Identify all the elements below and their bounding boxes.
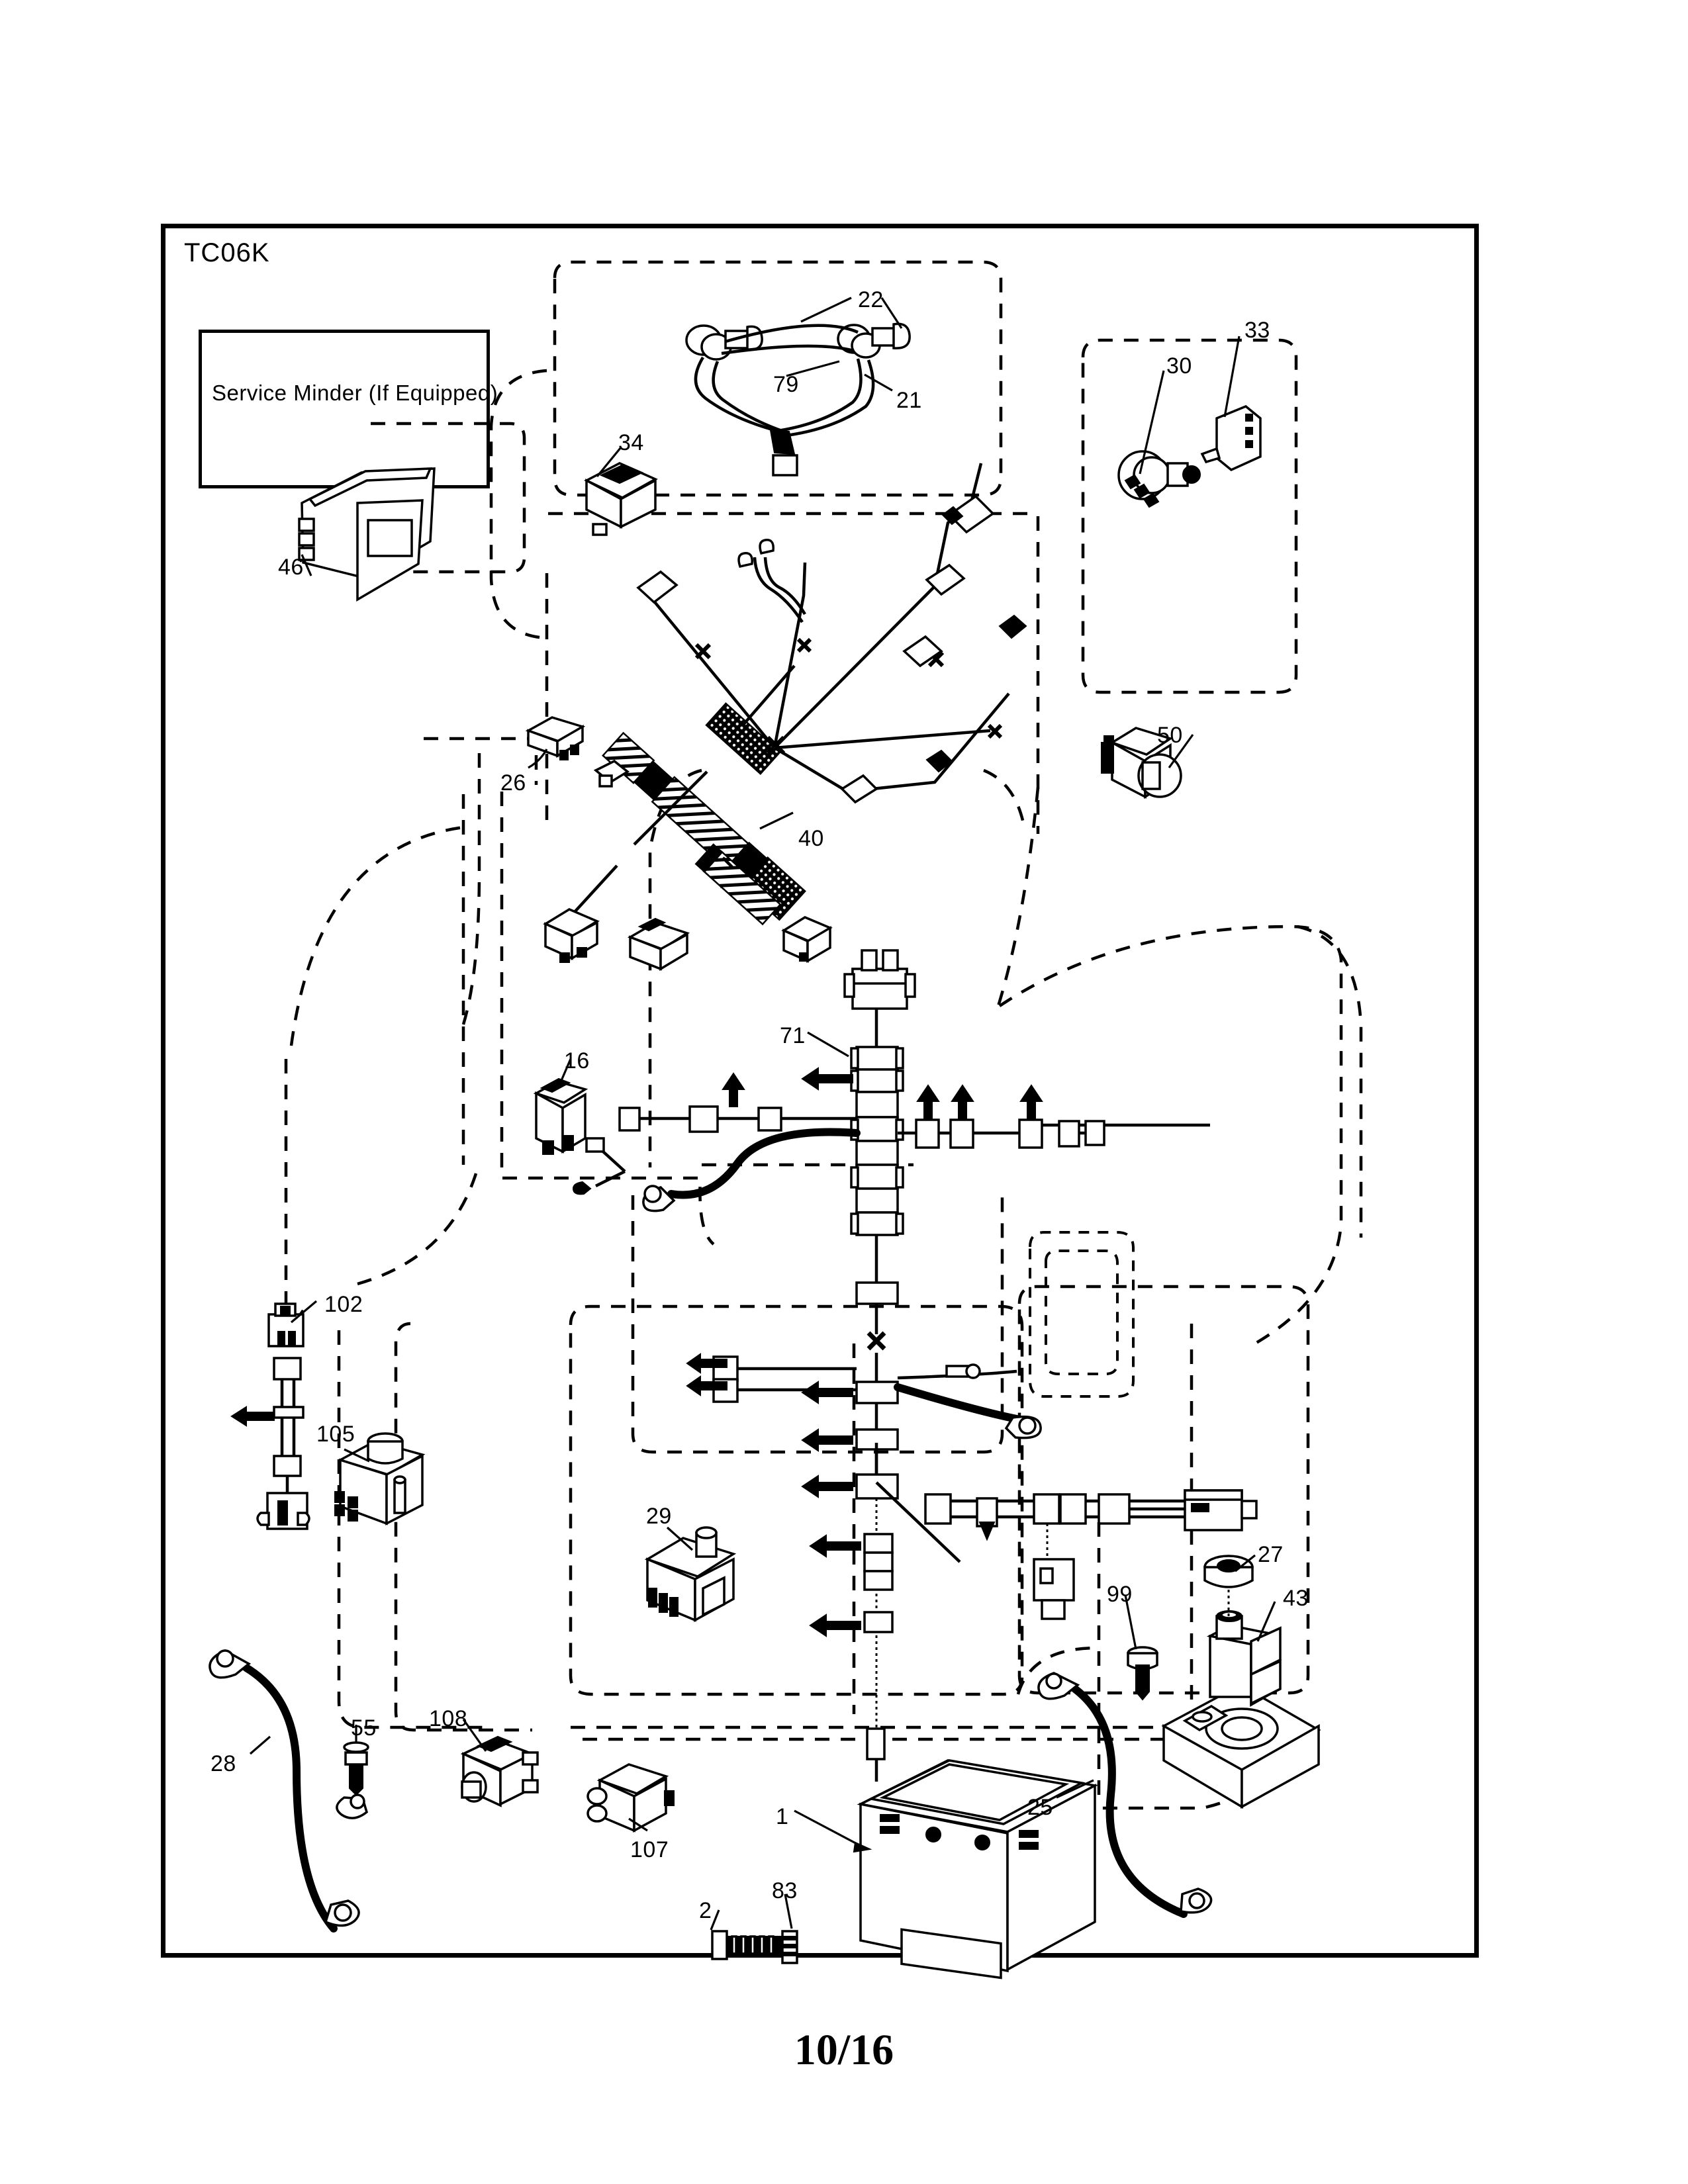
- positive-cable-25: [1037, 1672, 1213, 1918]
- callout-bolt-55: 55: [351, 1715, 377, 1741]
- callout-relay-16: 16: [564, 1048, 590, 1073]
- callout-pto-switch: 50: [1157, 723, 1183, 748]
- page-number: 10/16: [794, 2026, 894, 2074]
- callout-pin-83: 83: [772, 1878, 798, 1903]
- callout-ground-cable-28: 28: [211, 1751, 236, 1776]
- callout-screw-99: 99: [1107, 1582, 1133, 1607]
- switch-108: [460, 1719, 539, 1807]
- service-minder-module: [298, 467, 436, 602]
- ignition-key: [1200, 404, 1262, 472]
- relay-107: [586, 1763, 675, 1833]
- callout-positive-cable-25: 25: [1027, 1795, 1053, 1820]
- callout-service-minder-module: 46: [278, 555, 304, 580]
- callout-bolt-2: 2: [699, 1898, 712, 1923]
- direction-arrows: [801, 1067, 861, 1637]
- callout-solenoid-105: 105: [316, 1422, 355, 1447]
- wire-tags: [636, 494, 1027, 804]
- relay-16: [533, 1058, 588, 1155]
- ground-cable-28: [209, 1649, 360, 1933]
- jumper-harness-102: [230, 1300, 318, 1530]
- solenoid-105: [334, 1432, 426, 1525]
- model-code-label: TC06K: [184, 238, 270, 267]
- misc-connectors: [627, 917, 690, 972]
- bracket-assembly-43: [1124, 1554, 1321, 1809]
- rocker-switch-34: [584, 446, 658, 536]
- pin-83: [781, 1893, 798, 1964]
- callout-ignition-switch: 30: [1166, 353, 1192, 379]
- callout-relay-107: 107: [630, 1837, 669, 1862]
- callout-jumper-harness-102: 102: [324, 1292, 363, 1317]
- bolt-2: [710, 1909, 783, 1960]
- ignition-switch-assembly: [1117, 336, 1262, 508]
- callout-connector-26: 26: [500, 770, 526, 796]
- harness-connector-stack: [850, 1046, 904, 1236]
- harness-end-connector-left: [543, 908, 600, 963]
- callout-rocker-switch-34: 34: [618, 430, 644, 455]
- dashed-assembly-outlines: [276, 260, 1363, 1810]
- main-harness-71: [572, 949, 1210, 1782]
- callout-headlight-bulb: 22: [858, 287, 884, 312]
- callout-bracket-assembly-43: 43: [1283, 1586, 1309, 1611]
- connector-26: [525, 716, 586, 769]
- callout-headlight-harness: 79: [773, 372, 799, 397]
- callout-ignition-key: 33: [1244, 318, 1270, 343]
- callout-main-harness-71: 71: [780, 1023, 806, 1048]
- callout-switch-29: 29: [646, 1504, 672, 1529]
- wiring-harness-40: [543, 664, 833, 964]
- service-minder-inset-title: Service Minder (If Equipped): [212, 381, 498, 405]
- callout-battery: 1: [776, 1804, 789, 1829]
- callout-hex-nut-27: 27: [1258, 1542, 1284, 1567]
- screw-99: [1127, 1646, 1158, 1701]
- bolt-55: [336, 1725, 369, 1819]
- harness-end-connector-right: [781, 916, 833, 964]
- switch-29: [644, 1526, 737, 1622]
- upper-wire-fan: [636, 463, 1027, 804]
- callout-wiring-harness-40: 40: [798, 826, 824, 851]
- mid-harness-branch: [686, 1353, 1258, 1620]
- callout-switch-108: 108: [429, 1706, 468, 1731]
- pto-switch-50: [1101, 727, 1194, 799]
- hex-nut-27: [1203, 1555, 1254, 1588]
- headlight-harness-assembly: [685, 296, 911, 477]
- callout-headlight-socket: 21: [896, 388, 922, 413]
- battery: [794, 1759, 1099, 1979]
